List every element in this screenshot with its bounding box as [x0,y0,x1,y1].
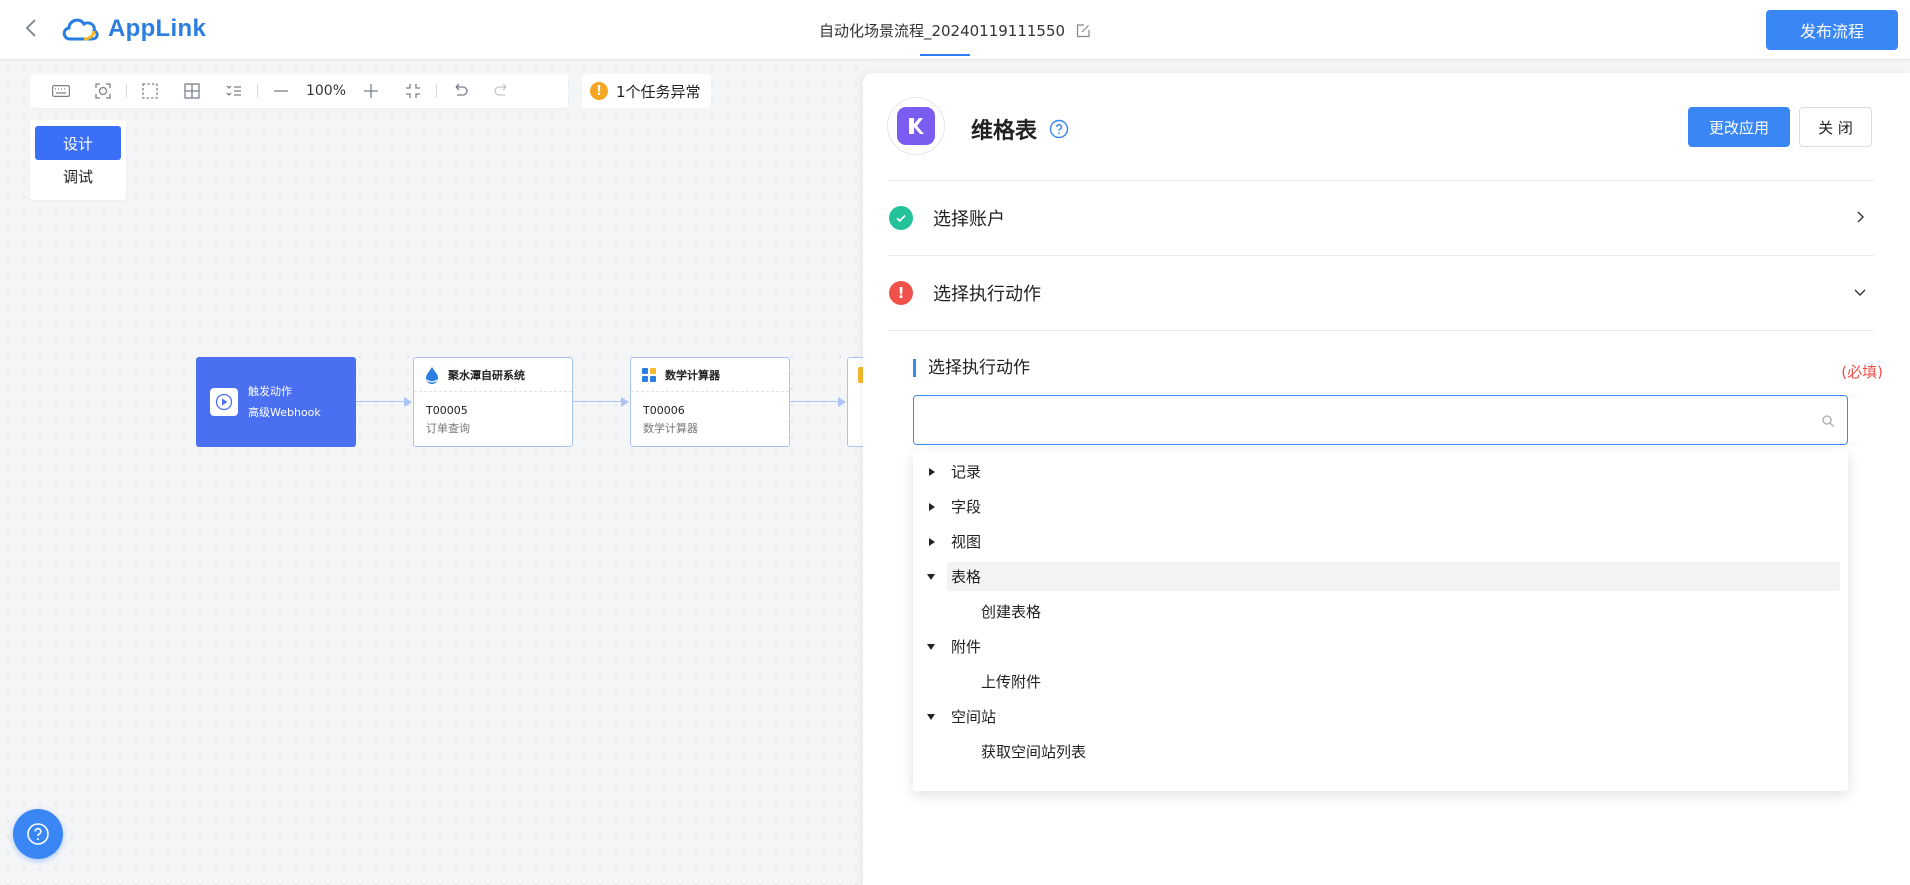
warning-icon: ! [590,82,608,100]
node-desc: 订单查询 [426,422,470,435]
connector-line [790,401,838,402]
caret-down-icon [927,573,935,580]
water-drop-icon [426,366,438,384]
zoom-level: 100% [305,83,347,99]
caret-down-icon [927,713,935,720]
collapse-icon[interactable] [392,74,434,108]
action-node-calculator[interactable]: 数学计算器 T00006 数学计算器 [630,357,790,447]
trigger-subtitle: 高级Webhook [248,406,321,419]
action-tree-dropdown: 记录 字段 视图 表格 创建表格 附件 上传附件 空间站 获取空间站列表 [913,451,1848,791]
top-header: AppLink 自动化场景流程_20240119111550 发布流程 [0,0,1910,60]
connector-line [573,401,621,402]
node-code: T00005 [426,404,468,417]
applink-logo: AppLink [60,14,206,44]
flow-title-bar: 自动化场景流程_20240119111550 [0,20,1910,41]
task-error-text: 1个任务异常 [616,82,701,101]
node-code: T00006 [643,404,685,417]
caret-right-icon [929,537,935,546]
redo-icon[interactable] [481,74,523,108]
divider [888,330,1874,331]
tree-leaf-list-spaces[interactable]: 获取空间站列表 [981,743,1087,761]
caret-down-icon [927,643,935,650]
calculator-icon [642,367,656,382]
tree-node-records[interactable]: 记录 [929,457,1840,486]
trigger-node[interactable]: 触发动作 高级Webhook [196,357,356,447]
step-label: 选择执行动作 [933,284,1041,305]
app-name: 维格表 [971,119,1038,144]
tree-node-tables[interactable]: 表格 [927,562,1840,591]
toolbar-separator [257,84,258,98]
canvas-toolbar: 100% [30,74,568,108]
publish-flow-button[interactable]: 发布流程 [1766,10,1898,50]
tree-node-spaces[interactable]: 空间站 [927,702,1840,731]
keyboard-icon[interactable] [40,74,82,108]
fit-view-icon[interactable] [82,74,124,108]
success-check-icon [889,206,913,230]
flow-canvas[interactable]: 100% ! 1个任务异常 设计 调试 触发动作 高级Webhook [0,61,887,885]
tree-node-attachments[interactable]: 附件 [927,632,1840,661]
layout-list-icon[interactable] [213,74,255,108]
task-error-indicator[interactable]: ! 1个任务异常 [582,74,711,108]
node-config-panel: 维格表 更改应用 关 闭 选择账户 ! 选择执行动作 选择执行动作 (必填) 记… [863,73,1910,885]
play-icon [210,388,238,416]
change-app-button[interactable]: 更改应用 [1688,107,1790,147]
back-icon[interactable] [20,16,44,40]
required-mark: (必填) [1841,363,1883,381]
logo-text: AppLink [108,15,207,42]
action-search-input[interactable] [914,396,1847,444]
debug-mode-button[interactable]: 调试 [35,160,121,192]
caret-right-icon [929,502,935,511]
help-button[interactable] [13,809,63,859]
flow-title: 自动化场景流程_20240119111550 [818,22,1066,40]
tree-leaf-upload-attachment[interactable]: 上传附件 [981,673,1042,691]
zoom-out-icon[interactable] [260,74,302,108]
connector-arrow [838,397,846,407]
trigger-title: 触发动作 [248,385,292,398]
vika-app-icon [897,107,935,145]
edit-icon[interactable] [1075,23,1091,39]
toolbar-separator [126,84,127,98]
grid-icon[interactable] [171,74,213,108]
caret-right-icon [929,467,935,476]
question-icon [27,823,49,845]
zoom-in-icon[interactable] [350,74,392,108]
tree-leaf-create-table[interactable]: 创建表格 [981,603,1042,621]
step-select-account[interactable]: 选择账户 [888,181,1874,255]
toolbar-separator [436,84,437,98]
divider [888,180,1874,181]
divider [888,255,1874,256]
mode-switch: 设计 调试 [30,120,126,200]
chevron-right-icon [1857,211,1864,223]
connector-arrow [404,397,412,407]
app-avatar [887,97,945,155]
step-select-action[interactable]: ! 选择执行动作 [888,256,1874,330]
connector-line [356,401,404,402]
undo-icon[interactable] [439,74,481,108]
select-area-icon[interactable] [129,74,171,108]
action-search-box [913,395,1848,445]
tree-node-views[interactable]: 视图 [929,527,1840,556]
action-field-label: 选择执行动作 [913,359,1030,377]
search-icon [1822,415,1834,427]
node-name: 数学计算器 [665,368,720,382]
close-panel-button[interactable]: 关 闭 [1799,107,1872,147]
chevron-down-icon [1854,289,1866,296]
step-label: 选择账户 [933,209,1005,230]
cloud-logo-icon [62,18,99,41]
node-desc: 数学计算器 [643,422,698,435]
node-name: 聚水潭自研系统 [448,368,525,382]
help-circle-icon[interactable] [1049,119,1069,139]
design-mode-button[interactable]: 设计 [35,126,121,160]
connector-arrow [621,397,629,407]
tree-node-fields[interactable]: 字段 [929,492,1840,521]
error-exclamation-icon: ! [889,281,913,305]
action-node-jushuitan[interactable]: 聚水潭自研系统 T00005 订单查询 [413,357,573,447]
